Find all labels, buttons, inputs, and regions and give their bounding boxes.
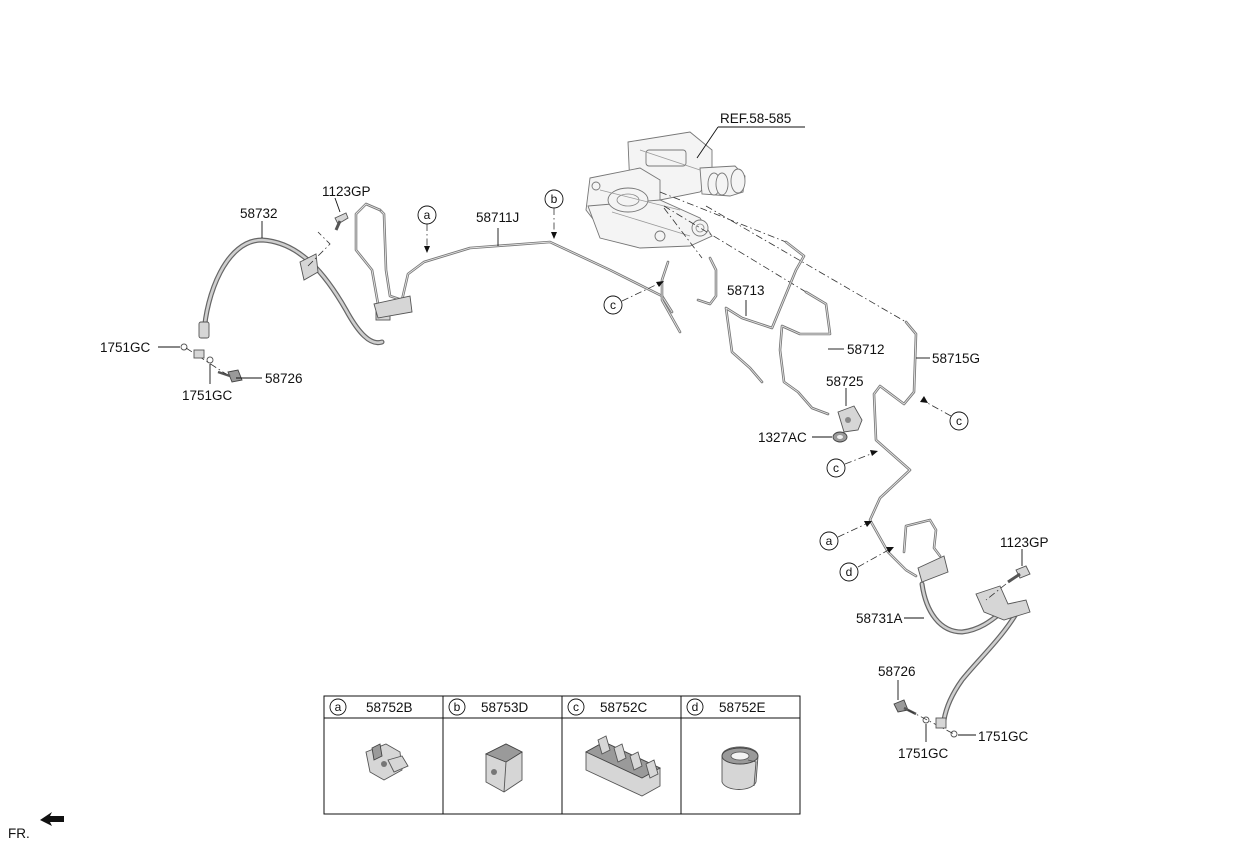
svg-text:a: a bbox=[335, 700, 342, 714]
banjo-fitting bbox=[935, 717, 947, 729]
svg-text:c: c bbox=[610, 298, 616, 312]
svg-text:b: b bbox=[454, 700, 461, 714]
callout-d-lower: d bbox=[839, 547, 894, 582]
svg-text:d: d bbox=[692, 700, 699, 714]
tube-58711j bbox=[354, 202, 718, 334]
svg-text:58752C: 58752C bbox=[600, 700, 648, 715]
label-58712: 58712 bbox=[847, 342, 885, 357]
label-58713: 58713 bbox=[727, 283, 765, 298]
label-58726-left: 58726 bbox=[265, 371, 303, 386]
svg-text:58753D: 58753D bbox=[481, 700, 529, 715]
callout-c-right: c bbox=[920, 396, 969, 431]
master-cylinder-icon bbox=[585, 131, 746, 249]
label-58711j: 58711J bbox=[476, 210, 519, 225]
clip-b-icon bbox=[484, 743, 523, 793]
clip-d-icon bbox=[721, 746, 759, 790]
svg-text:c: c bbox=[573, 700, 579, 714]
svg-text:b: b bbox=[551, 192, 558, 206]
label-1751gc-right-1: 1751GC bbox=[898, 746, 949, 761]
svg-text:58752B: 58752B bbox=[366, 700, 413, 715]
alignment-line bbox=[663, 205, 807, 293]
banjo-fitting bbox=[193, 349, 205, 359]
bolt-icon bbox=[217, 369, 243, 383]
svg-text:FR.: FR. bbox=[8, 826, 30, 841]
svg-text:58752E: 58752E bbox=[719, 700, 766, 715]
front-arrow-icon bbox=[40, 812, 64, 826]
callout-c-left: c bbox=[603, 281, 664, 315]
clip-table: a 58752B b 58753D c 58752C bbox=[323, 695, 801, 815]
label-58726-right: 58726 bbox=[878, 664, 916, 679]
bolt-icon bbox=[893, 699, 917, 716]
tube-58715g bbox=[868, 320, 942, 578]
bolt-alignment bbox=[985, 583, 1007, 601]
svg-text:c: c bbox=[833, 461, 839, 475]
label-58715g: 58715G bbox=[932, 351, 980, 366]
gasket-icon bbox=[206, 356, 214, 364]
ref-master-cylinder-label: REF.58-585 bbox=[720, 111, 791, 126]
callout-a-lower: a bbox=[819, 521, 872, 551]
bracket-icon bbox=[299, 253, 319, 281]
bolt-icon bbox=[334, 212, 349, 231]
clip-table-header-b: b 58753D bbox=[448, 698, 529, 716]
ref-leader bbox=[696, 126, 719, 159]
clip-table-header-a: a 58752B bbox=[329, 698, 413, 716]
label-1123gp-left: 1123GP bbox=[322, 184, 371, 199]
svg-text:c: c bbox=[956, 414, 962, 428]
bolt-alignment bbox=[185, 347, 227, 375]
tube-58713-58712 bbox=[724, 240, 832, 416]
label-58732: 58732 bbox=[240, 206, 278, 221]
front-indicator: FR. bbox=[8, 812, 64, 841]
svg-text:a: a bbox=[424, 208, 431, 222]
callout-b-upper: b bbox=[544, 189, 564, 239]
svg-text:d: d bbox=[846, 565, 853, 579]
clip-a-icon bbox=[365, 743, 409, 781]
bolt-alignment bbox=[907, 709, 955, 735]
label-1751gc-left-2: 1751GC bbox=[182, 388, 233, 403]
label-58725: 58725 bbox=[826, 374, 864, 389]
callout-a-upper: a bbox=[417, 205, 437, 253]
bolt-alignment bbox=[307, 231, 331, 267]
label-1751gc-left-1: 1751GC bbox=[100, 340, 151, 355]
alignment-line bbox=[663, 207, 703, 259]
label-58731a: 58731A bbox=[856, 611, 903, 626]
bracket-icon bbox=[917, 555, 949, 583]
label-1751gc-right-2: 1751GC bbox=[978, 729, 1029, 744]
svg-text:a: a bbox=[826, 534, 833, 548]
clip-table-header-d: d 58752E bbox=[686, 698, 766, 716]
gasket-icon bbox=[950, 730, 958, 738]
alignment-line bbox=[659, 191, 787, 243]
gasket-icon bbox=[180, 343, 188, 351]
right-brake-hose bbox=[919, 581, 1031, 723]
label-1327ac: 1327AC bbox=[758, 430, 807, 445]
nut-icon bbox=[832, 431, 848, 443]
clip-table-header-c: c 58752C bbox=[567, 698, 648, 716]
clip-c-icon bbox=[585, 735, 661, 797]
bolt-icon bbox=[1007, 565, 1031, 584]
connector-icon bbox=[837, 405, 863, 433]
label-1123gp-right: 1123GP bbox=[1000, 535, 1049, 550]
alignment-line bbox=[705, 205, 907, 323]
callout-c-mid: c bbox=[826, 450, 878, 478]
